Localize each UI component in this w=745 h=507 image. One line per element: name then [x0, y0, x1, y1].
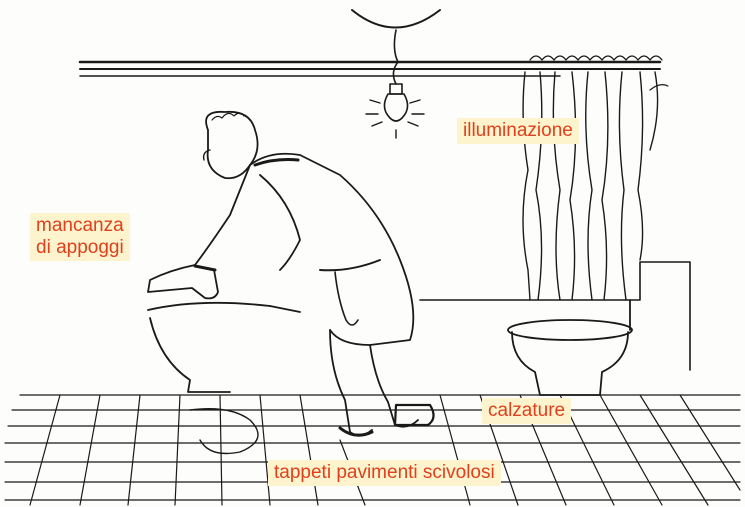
toilet [508, 300, 632, 395]
wall-rail [80, 62, 660, 76]
mancanza-line1: mancanza [36, 215, 124, 237]
illuminazione-label: illuminazione [457, 118, 579, 144]
tappeti-label: tappeti pavimenti scivolosi [268, 460, 501, 486]
floor-tiles [5, 395, 740, 505]
shower-curtain [523, 56, 668, 300]
ceiling-arc [352, 10, 440, 28]
back-wall-line [420, 262, 690, 370]
sink [148, 303, 300, 392]
light-bulb [366, 30, 424, 138]
calzature-label: calzature [482, 398, 571, 424]
mancanza-line2: di appoggi [36, 237, 124, 259]
mancanza-appoggi-label: mancanza di appoggi [30, 213, 130, 261]
person-figure [148, 112, 434, 436]
